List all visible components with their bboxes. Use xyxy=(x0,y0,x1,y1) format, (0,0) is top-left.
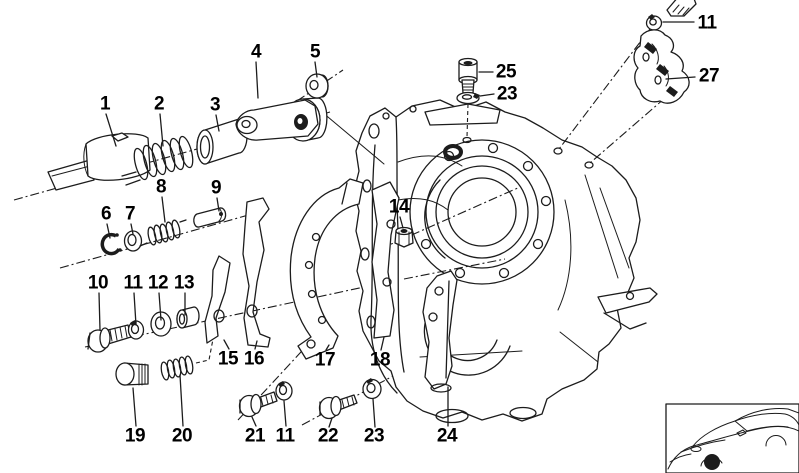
part-16-shift-fork-small xyxy=(242,197,271,348)
part-27-selector-bracket xyxy=(633,29,690,104)
top-right-bolt xyxy=(666,0,697,17)
part-25-socket-head-bolt xyxy=(458,57,478,94)
callout-11: 11 xyxy=(123,272,143,294)
part-20-detent-spring xyxy=(160,338,214,381)
part-18-shift-fork-blade xyxy=(371,181,400,339)
callout-7: 7 xyxy=(124,203,136,225)
part-8-coil-spring-small xyxy=(139,219,187,247)
car-location-inset xyxy=(665,403,799,473)
callout-leader-3 xyxy=(215,114,220,132)
callout-leader-6 xyxy=(106,223,111,239)
part-1-selector-rod-end xyxy=(47,132,151,191)
callout-9: 9 xyxy=(210,177,222,199)
part-17-shift-fork-large xyxy=(289,178,364,360)
callout-leader-5 xyxy=(314,61,318,78)
part-22-hex-bolt xyxy=(318,394,358,420)
callout-leader-11 xyxy=(283,400,287,427)
callout-leader-23 xyxy=(479,93,495,97)
callout-leader-19 xyxy=(132,387,137,427)
part-12-flat-washer xyxy=(150,311,172,337)
part-5-grommet-bushing xyxy=(305,73,329,99)
callout-leader-lines xyxy=(98,21,696,428)
callout-leader-9 xyxy=(216,197,220,212)
callout-6: 6 xyxy=(100,203,112,225)
callout-leader-14 xyxy=(399,216,404,229)
callout-leader-8 xyxy=(161,196,166,223)
part-11-lock-washer-1 xyxy=(645,14,663,31)
part-11-lock-washer-2 xyxy=(275,381,293,401)
callout-4: 4 xyxy=(250,41,262,63)
part-13-bushing xyxy=(176,306,200,329)
callout-leader-18 xyxy=(380,336,385,351)
part-2-coil-spring-large xyxy=(121,135,194,186)
callout-1: 1 xyxy=(99,93,111,115)
callout-15: 15 xyxy=(217,348,239,370)
callout-leader-1 xyxy=(105,113,117,147)
callout-12: 12 xyxy=(147,272,169,294)
callout-leader-20 xyxy=(179,374,184,427)
callout-leader-4 xyxy=(255,61,259,99)
part-9-detent-pin xyxy=(193,207,227,228)
callout-leader-23 xyxy=(372,398,376,428)
callout-11: 11 xyxy=(275,425,295,447)
callout-3: 3 xyxy=(209,94,221,116)
callout-leader-11 xyxy=(133,292,137,326)
part-15-shift-fork-small xyxy=(204,255,231,344)
callout-leader-17 xyxy=(325,344,330,351)
callout-leader-22 xyxy=(328,417,333,428)
callout-11: 11 xyxy=(697,12,717,34)
part-19-threaded-plug xyxy=(115,362,149,386)
part-10-hex-bolt xyxy=(87,324,132,353)
callout-2: 2 xyxy=(153,93,165,115)
callout-17: 17 xyxy=(314,349,336,371)
spring-position-leader xyxy=(195,338,214,364)
callout-14: 14 xyxy=(388,196,410,218)
car-silhouette xyxy=(667,408,799,470)
callout-20: 20 xyxy=(171,425,193,447)
part-6-circlip xyxy=(100,232,122,256)
selector-shaft-lever xyxy=(597,287,658,314)
callout-8: 8 xyxy=(155,176,167,198)
gearbox-housing xyxy=(353,99,658,424)
callout-23: 23 xyxy=(363,425,385,447)
callout-19: 19 xyxy=(124,425,146,447)
callout-10: 10 xyxy=(87,272,109,294)
callout-5: 5 xyxy=(309,41,321,63)
callout-leader-27 xyxy=(665,76,696,80)
callout-27: 27 xyxy=(698,65,720,87)
callout-23: 23 xyxy=(496,83,518,105)
part-23-washer-2 xyxy=(362,378,382,400)
callout-leader-10 xyxy=(98,292,101,331)
part-23-washer-1 xyxy=(456,91,480,105)
callout-13: 13 xyxy=(173,272,195,294)
callout-leader-21 xyxy=(251,416,257,427)
callout-21: 21 xyxy=(244,425,266,447)
part-21-hex-bolt xyxy=(238,391,278,418)
callout-leader-15 xyxy=(223,339,230,350)
part-4-selector-lever-arm xyxy=(235,97,328,142)
location-dot xyxy=(704,454,720,470)
callout-24: 24 xyxy=(436,425,458,447)
callout-leader-7 xyxy=(130,223,134,235)
part-24-support-bracket xyxy=(422,270,458,393)
callout-25: 25 xyxy=(495,61,517,83)
part-14-hex-nut xyxy=(394,226,414,248)
callout-18: 18 xyxy=(369,349,391,371)
callout-22: 22 xyxy=(317,425,339,447)
callout-leader-16 xyxy=(254,340,258,350)
callout-leader-12 xyxy=(158,292,162,321)
callout-leader-2 xyxy=(159,113,164,147)
callout-16: 16 xyxy=(243,348,265,370)
